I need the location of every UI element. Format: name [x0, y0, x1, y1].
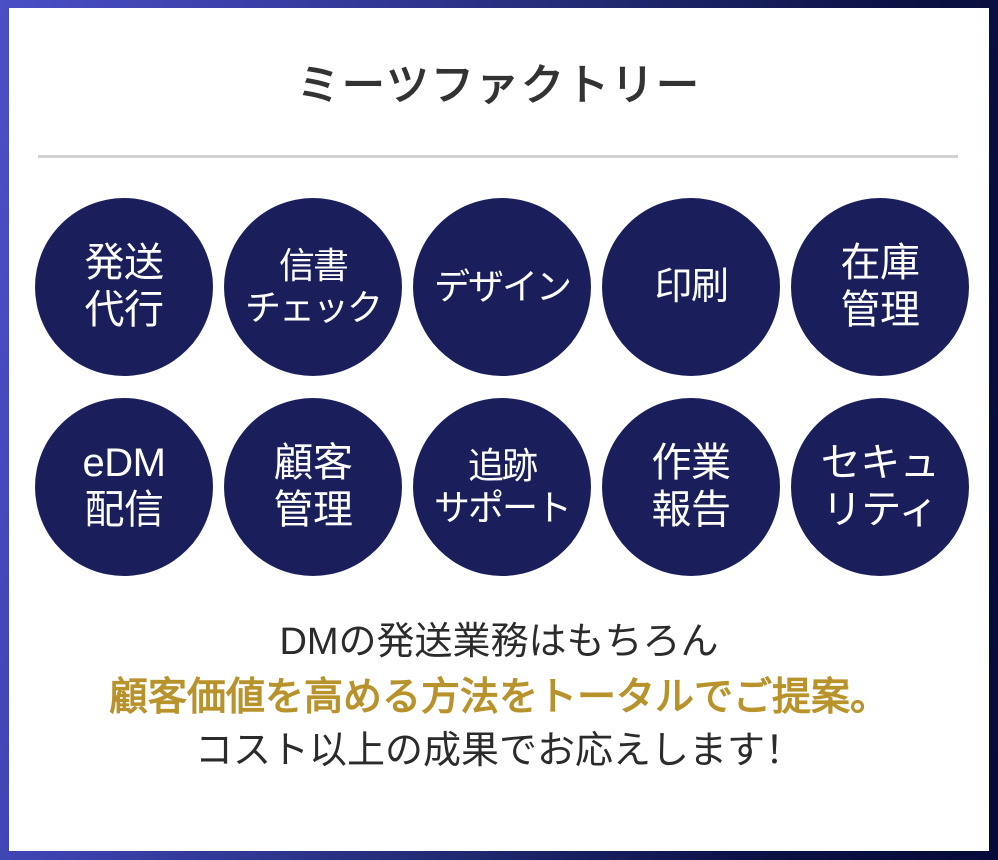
service-circle-label: 発送: [84, 241, 165, 286]
service-circle-label: チェック: [244, 287, 383, 328]
service-circle-label: 報告: [651, 488, 732, 532]
service-circle-label: 管理: [273, 488, 354, 532]
service-circle-label: デザイン: [433, 265, 572, 307]
service-circle-label: リティ: [821, 488, 939, 532]
service-circle-label: 代行: [84, 288, 165, 332]
service-circle-label: 作業: [651, 441, 732, 486]
service-circle[interactable]: 発送代行: [35, 198, 213, 376]
service-circle[interactable]: 印刷: [602, 198, 780, 376]
service-circle-label: 在庫: [840, 241, 921, 286]
service-circle[interactable]: 在庫管理: [791, 198, 969, 376]
title-divider: [38, 155, 958, 158]
tagline-line: DMの発送業務はもちろん: [279, 621, 719, 663]
service-circle[interactable]: 作業報告: [602, 398, 780, 576]
tagline-block: DMの発送業務はもちろん顧客価値を高める方法をトータルでご提案。コスト以上の成果…: [9, 616, 989, 779]
service-circle-label: eDM: [82, 441, 166, 486]
service-circle-label: 追跡: [467, 444, 538, 486]
service-circle-label: 印刷: [654, 265, 729, 308]
page-title: ミーツファクトリー: [296, 62, 702, 110]
service-circle[interactable]: 追跡サポート: [413, 398, 591, 576]
service-circle-row: 発送代行信書チェックデザイン印刷在庫管理: [35, 198, 975, 376]
service-circle-label: 信書: [278, 244, 349, 286]
service-circle-label: 管理: [840, 288, 921, 332]
service-circle[interactable]: セキュリティ: [791, 398, 969, 576]
tagline-line: コスト以上の成果でお応えします！: [194, 730, 803, 773]
service-circle-label: 配信: [84, 488, 165, 532]
service-circle-label: 顧客: [273, 441, 354, 486]
service-circle[interactable]: 信書チェック: [224, 198, 402, 376]
service-circle-label: セキュ: [820, 441, 940, 486]
service-circle[interactable]: 顧客管理: [224, 398, 402, 576]
tagline-line: 顧客価値を高める方法をトータルでご提案。: [108, 675, 889, 719]
service-circle-label: サポート: [433, 487, 572, 528]
service-circle[interactable]: デザイン: [413, 198, 591, 376]
